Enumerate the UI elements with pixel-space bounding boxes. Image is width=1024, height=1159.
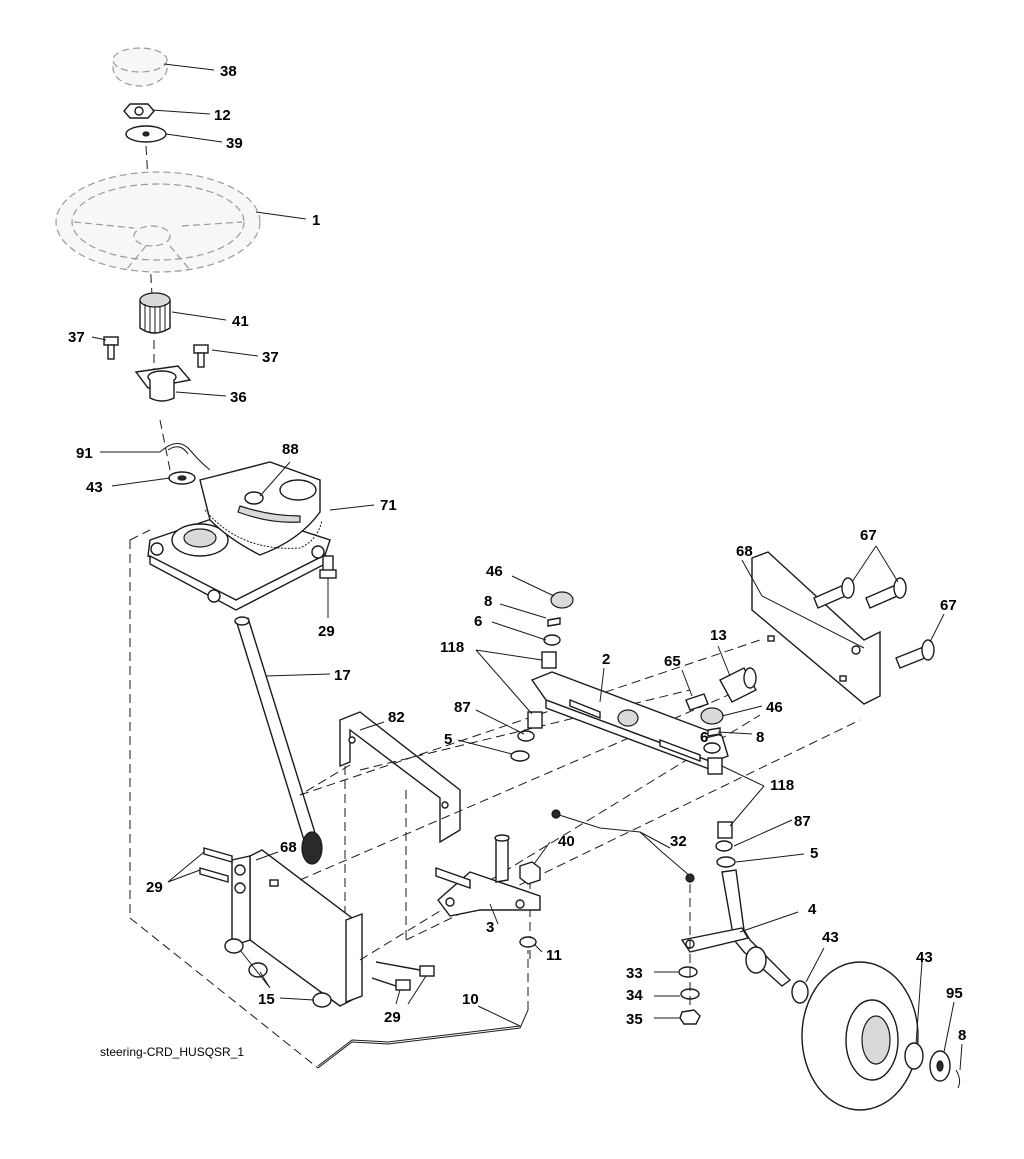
callout-67-top: 67 bbox=[860, 527, 877, 544]
callout-32: 32 bbox=[670, 833, 687, 850]
callout-6-left: 6 bbox=[474, 613, 482, 630]
callout-17: 17 bbox=[334, 667, 351, 684]
callout-35: 35 bbox=[626, 1011, 643, 1028]
callout-82: 82 bbox=[388, 709, 405, 726]
callout-33: 33 bbox=[626, 965, 643, 982]
washer-43-wheel bbox=[904, 1042, 924, 1070]
callout-5-left: 5 bbox=[444, 731, 452, 748]
callout-68-left: 68 bbox=[280, 839, 297, 856]
callout-43-upper: 43 bbox=[86, 479, 103, 496]
steering-adapter bbox=[139, 292, 171, 334]
callout-91: 91 bbox=[76, 445, 93, 462]
callout-38: 38 bbox=[220, 63, 237, 80]
bolt-37-right bbox=[193, 344, 209, 368]
callout-5-right: 5 bbox=[810, 845, 818, 862]
leader-lines bbox=[91, 63, 963, 1071]
washer-95 bbox=[929, 1050, 951, 1082]
callout-40: 40 bbox=[558, 833, 575, 850]
callout-46-left: 46 bbox=[486, 563, 503, 580]
callout-15: 15 bbox=[258, 991, 275, 1008]
pivot-tube bbox=[719, 667, 757, 703]
hairpin-clip bbox=[159, 443, 211, 471]
callout-34: 34 bbox=[626, 987, 643, 1004]
callout-13: 13 bbox=[710, 627, 727, 644]
callout-43-wheel: 43 bbox=[916, 949, 933, 966]
callout-8-right: 8 bbox=[756, 729, 764, 746]
callout-88: 88 bbox=[282, 441, 299, 458]
bolts-29-bottom bbox=[371, 961, 435, 991]
steering-arm-3 bbox=[435, 834, 541, 917]
callout-118-right: 118 bbox=[770, 777, 794, 794]
nut-12 bbox=[123, 103, 155, 119]
spindle bbox=[680, 869, 792, 987]
bushings-15 bbox=[224, 938, 332, 1008]
callout-71: 71 bbox=[380, 497, 397, 514]
steering-cap bbox=[112, 47, 168, 87]
nut-35 bbox=[679, 1009, 701, 1025]
callout-29-gear: 29 bbox=[318, 623, 335, 640]
callout-43-spindle: 43 bbox=[822, 929, 839, 946]
axle-right-kingpin-parts bbox=[700, 707, 736, 868]
callout-2: 2 bbox=[602, 651, 610, 668]
callout-10: 10 bbox=[462, 991, 479, 1008]
callout-37-right: 37 bbox=[262, 349, 279, 366]
axle-left-kingpin-parts bbox=[510, 591, 574, 762]
mount-plate-68-left bbox=[231, 849, 363, 1007]
callout-29-left: 29 bbox=[146, 879, 163, 896]
washer-43-spindle bbox=[791, 980, 809, 1004]
callout-87-right: 87 bbox=[794, 813, 811, 830]
callout-4: 4 bbox=[808, 901, 817, 918]
callout-41: 41 bbox=[232, 313, 249, 330]
sector-gear bbox=[199, 461, 323, 556]
callout-11: 11 bbox=[546, 947, 562, 964]
diagram-caption: steering-CRD_HUSQSR_1 bbox=[100, 1045, 244, 1059]
callout-3: 3 bbox=[486, 919, 494, 936]
front-axle bbox=[530, 671, 729, 772]
steering-wheel bbox=[55, 171, 261, 273]
nut-40 bbox=[519, 861, 541, 885]
callout-37-left: 37 bbox=[68, 329, 85, 346]
callout-8-wheel: 8 bbox=[958, 1027, 966, 1044]
drag-link bbox=[317, 1009, 529, 1069]
pivot-pin bbox=[685, 693, 709, 711]
callout-46-right: 46 bbox=[766, 699, 783, 716]
mount-plate-68-right bbox=[751, 551, 881, 705]
callout-87-left: 87 bbox=[454, 699, 471, 716]
steering-shaft bbox=[234, 616, 323, 865]
callout-29-bottom: 29 bbox=[384, 1009, 401, 1026]
washer-39 bbox=[125, 125, 167, 143]
callout-6-right: 6 bbox=[700, 729, 708, 746]
callout-95: 95 bbox=[946, 985, 963, 1002]
bolts-67 bbox=[813, 577, 935, 669]
bolts-29-left bbox=[199, 847, 233, 883]
washer-33 bbox=[678, 966, 698, 978]
callout-39: 39 bbox=[226, 135, 243, 152]
callout-36: 36 bbox=[230, 389, 247, 406]
washer-43-upper bbox=[168, 471, 196, 485]
callout-65: 65 bbox=[664, 653, 681, 670]
bolt-37-left bbox=[103, 336, 119, 360]
callout-12: 12 bbox=[214, 107, 231, 124]
column-bushing bbox=[134, 365, 192, 402]
callout-8-left: 8 bbox=[484, 593, 492, 610]
front-wheel bbox=[801, 961, 919, 1111]
callout-118-left: 118 bbox=[440, 639, 464, 656]
clip-8-wheel bbox=[955, 1069, 961, 1089]
washer-11 bbox=[519, 936, 537, 948]
bolt-29-gear bbox=[319, 555, 337, 579]
mount-bracket-82 bbox=[339, 711, 461, 844]
callout-67-right: 67 bbox=[940, 597, 957, 614]
callout-1: 1 bbox=[312, 212, 320, 229]
callout-68-right: 68 bbox=[736, 543, 753, 560]
